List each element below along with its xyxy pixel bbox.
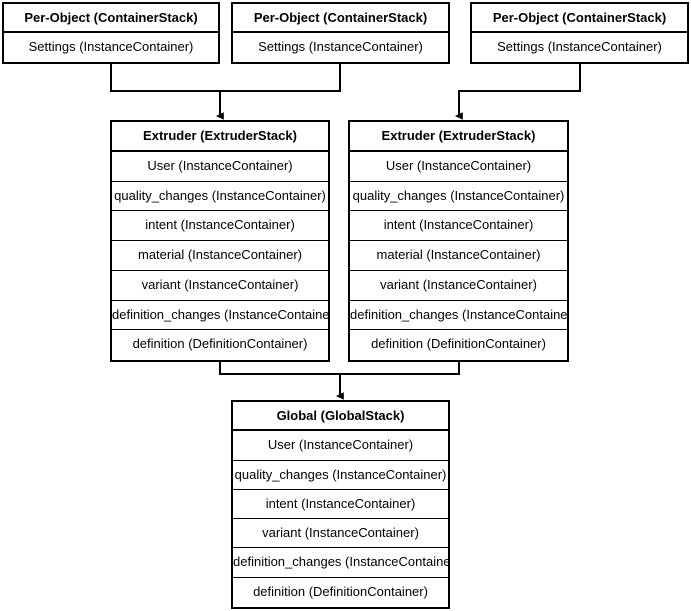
- node-row: definition (DefinitionContainer): [253, 583, 428, 599]
- node-row: intent (InstanceContainer): [350, 211, 567, 242]
- node-title: Per-Object (ContainerStack): [472, 4, 687, 34]
- node-row: User (InstanceContainer): [233, 431, 448, 461]
- node-per-object-1[interactable]: Per-Object (ContainerStack) Settings (In…: [2, 2, 220, 64]
- node-row: definition (DefinitionContainer): [132, 336, 308, 352]
- node-row: material (InstanceContainer): [350, 241, 567, 271]
- node-row: definition (DefinitionContainer): [371, 336, 546, 352]
- node-row: material (InstanceContainer): [112, 241, 328, 271]
- node-extruder-1[interactable]: Extruder (ExtruderStack) User (InstanceC…: [110, 120, 330, 362]
- node-per-object-2[interactable]: Per-Object (ContainerStack) Settings (In…: [231, 2, 450, 64]
- connector-extruder-1-to-global: [219, 362, 344, 400]
- node-row: Settings (InstanceContainer): [258, 39, 423, 55]
- node-extruder-2[interactable]: Extruder (ExtruderStack) User (InstanceC…: [348, 120, 569, 362]
- node-title: Per-Object (ContainerStack): [233, 4, 448, 34]
- node-row: definition_changes (InstanceContainer): [233, 548, 448, 578]
- node-title: Per-Object (ContainerStack): [4, 4, 218, 34]
- node-row: quality_changes (InstanceContainer): [112, 182, 328, 212]
- node-row: User (InstanceContainer): [112, 152, 328, 182]
- node-row: variant (InstanceContainer): [112, 271, 328, 301]
- node-row: quality_changes (InstanceContainer): [233, 461, 448, 490]
- node-row: quality_changes (InstanceContainer): [350, 182, 567, 212]
- node-row: intent (InstanceContainer): [233, 490, 448, 520]
- node-row: definition_changes (InstanceContainer): [112, 301, 328, 331]
- node-title: Extruder (ExtruderStack): [350, 122, 567, 152]
- node-row: variant (InstanceContainer): [233, 519, 448, 549]
- node-row: User (InstanceContainer): [350, 152, 567, 182]
- node-row: variant (InstanceContainer): [350, 271, 567, 301]
- node-row: intent (InstanceContainer): [112, 211, 328, 242]
- node-per-object-3[interactable]: Per-Object (ContainerStack) Settings (In…: [470, 2, 689, 64]
- connector-per-object-1-to-extruder-1: [110, 64, 224, 120]
- node-title: Extruder (ExtruderStack): [112, 122, 328, 152]
- node-global-stack[interactable]: Global (GlobalStack) User (InstanceConta…: [231, 400, 450, 609]
- node-title: Global (GlobalStack): [233, 402, 448, 432]
- connector-per-object-3-to-extruder-2: [454, 64, 581, 120]
- node-row: Settings (InstanceContainer): [497, 39, 662, 55]
- connector-extruder-2-to-global: [340, 362, 460, 375]
- connector-per-object-2-to-extruder-1: [220, 64, 341, 92]
- node-row: Settings (InstanceContainer): [28, 39, 194, 55]
- node-row: definition_changes (InstanceContainer): [350, 301, 567, 331]
